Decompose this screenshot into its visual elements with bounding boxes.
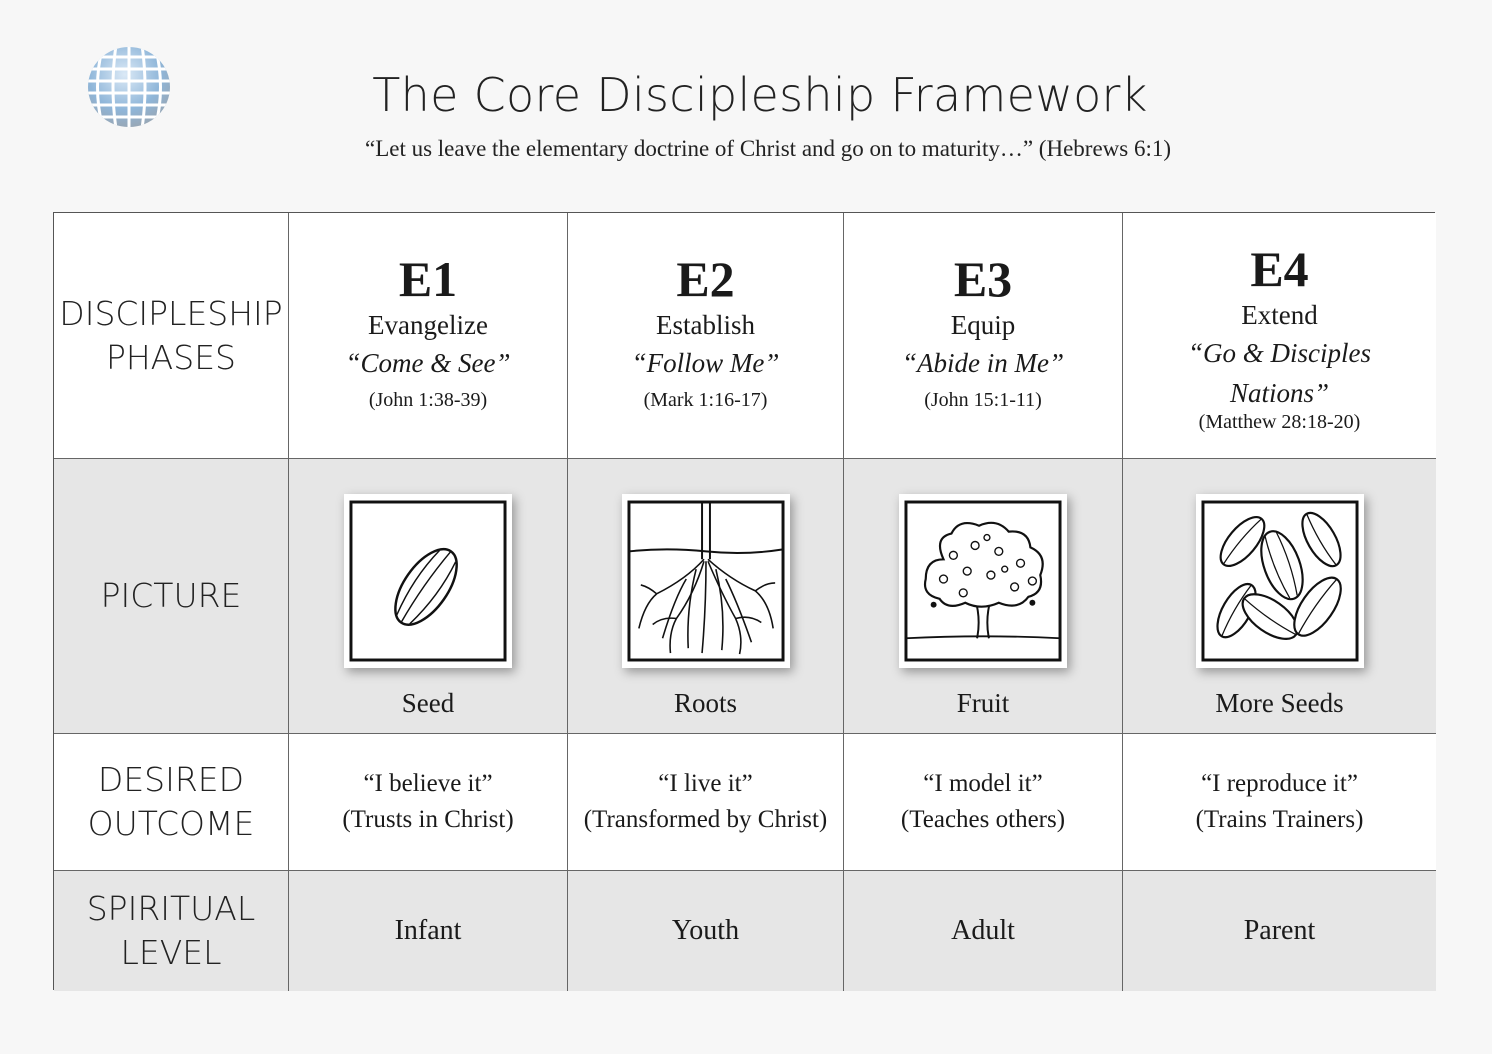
phase-quote: “Follow Me” (631, 347, 780, 378)
picture-cell-e3: Fruit (844, 459, 1123, 734)
phase-header-e3: E3 Equip “Abide in Me” (John 15:1-11) (844, 213, 1123, 459)
level-cell-e2: Youth (568, 871, 844, 991)
phase-header-e4: E4 Extend “Go & Disciples Nations” (Matt… (1123, 213, 1436, 459)
phase-name: Establish (656, 309, 755, 340)
roots-icon (621, 493, 790, 668)
page-title: The Core Discipleship Framework (372, 68, 1148, 122)
outcome-cell-e2: “I live it” (Transformed by Christ) (568, 734, 844, 871)
seed-icon (344, 493, 512, 668)
phase-reference: (Matthew 28:18-20) (1198, 410, 1361, 433)
row-label-picture: PICTURE (54, 459, 289, 734)
phase-name: Evangelize (368, 309, 488, 340)
outcome-detail: (Transformed by Christ) (583, 806, 828, 833)
phase-quote: “Abide in Me” (902, 347, 1064, 378)
picture-label: Seed (401, 687, 455, 718)
picture-cell-e1: Seed (289, 459, 568, 734)
outcome-detail: (Trains Trainers) (1195, 806, 1364, 833)
page-subtitle-verse: “Let us leave the elementary doctrine of… (364, 136, 1172, 161)
picture-label: More Seeds (1215, 687, 1344, 718)
level-text: Youth (671, 915, 740, 946)
level-text: Infant (394, 915, 462, 946)
outcome-cell-e3: “I model it” (Teaches others) (844, 734, 1123, 871)
picture-cell-e4: More Seeds (1123, 459, 1436, 734)
outcome-quote: “I live it” (658, 770, 753, 797)
phase-header-e1: E1 Evangelize “Come & See” (John 1:38-39… (289, 213, 568, 459)
phase-reference: (Mark 1:16-17) (643, 388, 768, 411)
level-text: Parent (1243, 915, 1316, 946)
picture-cell-e2: Roots (568, 459, 844, 734)
phase-quote: “Come & See” (345, 347, 511, 378)
level-text: Adult (951, 915, 1015, 946)
level-cell-e4: Parent (1123, 871, 1436, 991)
outcome-quote: “I believe it” (363, 770, 493, 797)
phase-reference: (John 1:38-39) (368, 388, 488, 411)
phase-code: E4 (1250, 240, 1309, 297)
phase-quote-line-1: “Go & Disciples (1187, 337, 1371, 368)
phase-code: E2 (676, 250, 735, 307)
outcome-quote: “I reproduce it” (1201, 770, 1358, 797)
level-cell-e1: Infant (289, 871, 568, 991)
outcome-quote: “I model it” (923, 770, 1043, 797)
globe-logo-icon (86, 45, 172, 129)
more-seeds-icon (1195, 493, 1364, 668)
phase-name: Equip (950, 309, 1016, 340)
outcome-cell-e4: “I reproduce it” (Trains Trainers) (1123, 734, 1436, 871)
phase-header-e2: E2 Establish “Follow Me” (Mark 1:16-17) (568, 213, 844, 459)
outcome-detail: (Teaches others) (900, 806, 1066, 833)
phase-code: E1 (398, 250, 458, 307)
picture-label: Roots (673, 687, 738, 718)
fruit-tree-icon (899, 493, 1067, 668)
phase-reference: (John 15:1-11) (924, 388, 1042, 411)
phase-quote-line-2: Nations” (1229, 377, 1330, 408)
picture-label: Fruit (956, 687, 1010, 718)
phase-code: E3 (953, 250, 1013, 307)
phase-name: Extend (1241, 299, 1318, 330)
outcome-detail: (Trusts in Christ) (342, 806, 514, 833)
outcome-cell-e1: “I believe it” (Trusts in Christ) (289, 734, 568, 871)
level-cell-e3: Adult (844, 871, 1123, 991)
